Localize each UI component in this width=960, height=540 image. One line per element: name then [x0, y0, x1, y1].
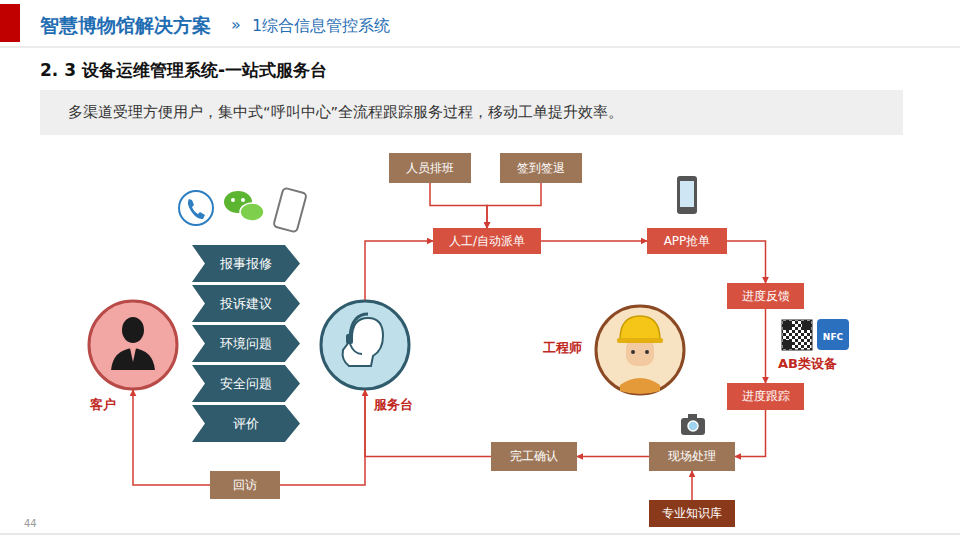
node-text: 签到签退: [517, 160, 565, 177]
slide-title: 2. 3 设备运维管理系统-一站式服务台: [40, 59, 327, 82]
customer-figure: [89, 301, 177, 389]
node-text: 报事报修: [220, 255, 272, 273]
node-text: 专业知识库: [662, 505, 722, 522]
summary-band: 多渠道受理方便用户，集中式“呼叫中心”全流程跟踪服务过程，移动工单提升效率。: [40, 90, 903, 135]
process-box: APP抢单: [647, 228, 727, 254]
flow-connector: [727, 241, 766, 283]
flow-connector: [365, 390, 491, 457]
wechat-icon: [224, 191, 264, 221]
service-desk-circle: 服务台: [320, 300, 410, 390]
header-title: 智慧博物馆解决方案: [40, 13, 211, 39]
device-class-label: AB类设备: [778, 355, 837, 373]
footer-rule: [0, 534, 960, 535]
camera-icon: [681, 414, 705, 435]
process-box: 现场处理: [649, 442, 735, 471]
engineer-figure: [596, 306, 684, 394]
service-desk-figure: [321, 301, 409, 389]
process-box: 签到签退: [500, 153, 582, 183]
channel-chevron: 投诉建议: [192, 285, 300, 322]
phone-icon: [179, 191, 213, 225]
node-text: 完工确认: [510, 448, 558, 465]
node-text: APP抢单: [664, 233, 711, 250]
node-text: 环境问题: [220, 335, 272, 353]
flow-connector: [577, 456, 649, 458]
flow-connector: [541, 240, 647, 242]
breadcrumb-sep: »: [231, 15, 241, 34]
process-box: 专业知识库: [649, 500, 735, 527]
channel-chevron: 安全问题: [192, 365, 300, 402]
header-rule: [0, 47, 960, 48]
node-text: 多渠道受理方便用户，集中式“呼叫中心”全流程跟踪服务过程，移动工单提升效率。: [68, 103, 623, 122]
process-box: 完工确认: [491, 442, 577, 471]
node-text: 客户: [90, 396, 116, 414]
process-box: 人工/自动派单: [433, 228, 541, 254]
flow-connector: [691, 471, 693, 500]
node-text: 人员排班: [406, 160, 454, 177]
node-text: 进度反馈: [742, 288, 790, 305]
process-box: 人员排班: [389, 153, 471, 183]
flow-connector: [280, 390, 365, 485]
channel-chevron: 报事报修: [192, 245, 300, 282]
process-box: 回访: [210, 471, 280, 499]
mobile-icon: [273, 188, 307, 233]
process-box: 进度跟踪: [727, 383, 804, 410]
nfc-text: NFC: [819, 332, 847, 342]
customer-circle: 客户: [88, 300, 178, 390]
header-section: 1综合信息管控系统: [252, 16, 390, 37]
app-phone-icon: [677, 176, 697, 214]
header-mark: [0, 4, 20, 42]
node-text: 投诉建议: [220, 295, 272, 313]
node-text: 现场处理: [668, 448, 716, 465]
process-box: 进度反馈: [727, 283, 804, 309]
flow-connector: [487, 183, 541, 228]
channel-chevron: 环境问题: [192, 325, 300, 362]
flow-connector: [735, 410, 766, 457]
page-number: 44: [24, 518, 37, 529]
qr-code-icon: [782, 320, 812, 350]
flow-connector: [430, 183, 487, 228]
channel-chevron: 评价: [192, 405, 300, 442]
node-text: 回访: [233, 477, 257, 494]
flow-connector: [765, 309, 767, 383]
node-text: 安全问题: [220, 375, 272, 393]
flow-connector: [365, 241, 433, 300]
node-text: 评价: [233, 415, 259, 433]
node-text: 进度跟踪: [742, 388, 790, 405]
engineer-circle: 工程师: [595, 305, 685, 395]
node-text: 服务台: [374, 396, 413, 414]
node-text: 工程师: [543, 339, 582, 357]
nfc-icon: [817, 319, 849, 350]
node-text: 人工/自动派单: [449, 233, 525, 250]
